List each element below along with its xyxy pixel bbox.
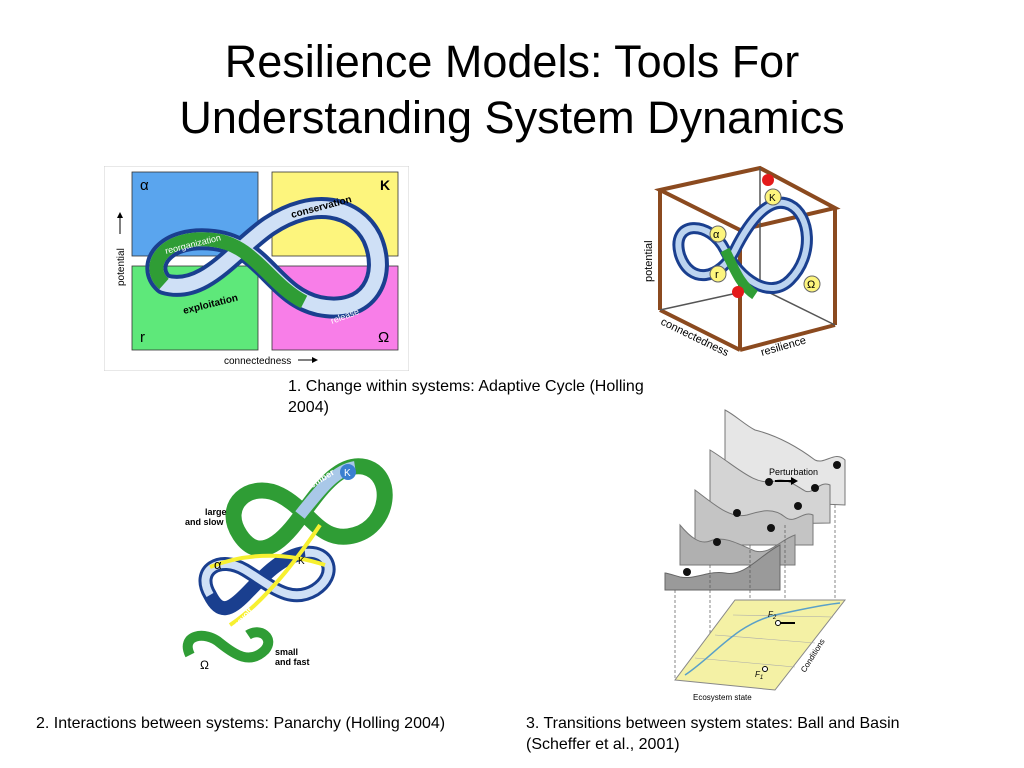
f2-label: F2 — [768, 610, 777, 621]
ball-3b — [794, 502, 802, 510]
cube-alpha-label: α — [713, 229, 720, 241]
ball-2a — [765, 478, 773, 486]
caption-ball-and-basin: 3. Transitions between system states: Ba… — [526, 713, 966, 755]
perturbation-arrowhead — [791, 477, 798, 485]
r-node — [709, 265, 727, 283]
ball-1 — [833, 461, 841, 469]
k-node — [764, 188, 782, 206]
yellow-arrow-revolt — [228, 523, 322, 627]
potential-axis-label: potential — [116, 248, 127, 286]
and-fast-label: and fast — [275, 657, 310, 667]
f2-point — [775, 620, 781, 626]
loop-green-segment — [149, 232, 308, 309]
red-dot-bottom — [732, 286, 744, 298]
large-loop — [225, 458, 393, 557]
cube-k-label: K — [769, 193, 776, 204]
large-k-node — [340, 464, 356, 480]
connectedness-axis-label: connectedness — [224, 356, 291, 367]
cube-omega-label: Ω — [807, 279, 815, 291]
caption-panarchy: 2. Interactions between systems: Panarch… — [36, 715, 446, 732]
caption-adaptive-cycle: 1. Change within systems: Adaptive Cycle… — [288, 376, 708, 418]
ball-4b — [767, 524, 775, 532]
ball-3a — [733, 509, 741, 517]
caption-1-line1: 1. Change within systems: Adaptive Cycle… — [288, 378, 644, 395]
red-dot-top — [762, 174, 774, 186]
panarchy-alpha: α — [214, 557, 222, 572]
potential-arrowhead — [117, 212, 123, 218]
cube-potential-label: potential — [643, 240, 655, 282]
omega-node — [803, 275, 821, 293]
caption-3-line2: (Scheffer et al., 2001) — [526, 736, 680, 753]
landscape-5 — [664, 544, 781, 591]
caption-1-line2: 2004) — [288, 399, 329, 416]
slide-title: Resilience Models: Tools For Understandi… — [0, 34, 1024, 146]
adaptive-cycle-cube-figure: K α r Ω potential connectedness resilien… — [643, 165, 841, 359]
r-label: r — [140, 329, 145, 346]
large-label: large — [205, 507, 227, 517]
ecosystem-state-label: Ecosystem state — [693, 693, 752, 702]
ball-4a — [713, 538, 721, 546]
state-curve — [684, 602, 841, 676]
and-slow-label: and slow — [185, 517, 225, 527]
yellow-arrow-remember — [209, 553, 326, 569]
f1-point — [762, 666, 768, 672]
caption-3-line1: 3. Transitions between system states: Ba… — [526, 715, 900, 732]
panarchy-omega: Ω — [200, 658, 209, 672]
connectedness-arrowhead — [312, 357, 318, 363]
alpha-node — [709, 225, 727, 243]
cube-connectedness-label: connectedness — [659, 316, 731, 359]
omega-label: Ω — [378, 329, 389, 346]
perturbation-label: Perturbation — [769, 467, 818, 477]
landscape-3 — [694, 488, 814, 546]
k-label: K — [380, 177, 390, 193]
conditions-plane — [674, 599, 847, 691]
cube-r-label: r — [715, 269, 719, 281]
slide-title-line2: Understanding System Dynamics — [179, 92, 845, 143]
f1-label: F1 — [755, 670, 763, 681]
ball-2b — [811, 484, 819, 492]
slide-title-line1: Resilience Models: Tools For — [224, 36, 800, 87]
adaptive-cycle-figure: α K r Ω conservation reorganization expl… — [104, 166, 409, 371]
cube-loop-green — [720, 247, 759, 300]
ball-5 — [683, 568, 691, 576]
small-label: small — [275, 647, 298, 657]
panarchy-k-top: K — [344, 468, 351, 479]
panarchy-k-mid: K — [298, 556, 305, 567]
panarchy-figure: K remember K α Ω revolt large and slow s… — [182, 458, 393, 672]
small-loop — [182, 627, 274, 663]
alpha-label: α — [140, 177, 149, 194]
ball-and-basin-figure: Perturbation F1 F2 Conditions Ecosystem … — [664, 409, 847, 702]
